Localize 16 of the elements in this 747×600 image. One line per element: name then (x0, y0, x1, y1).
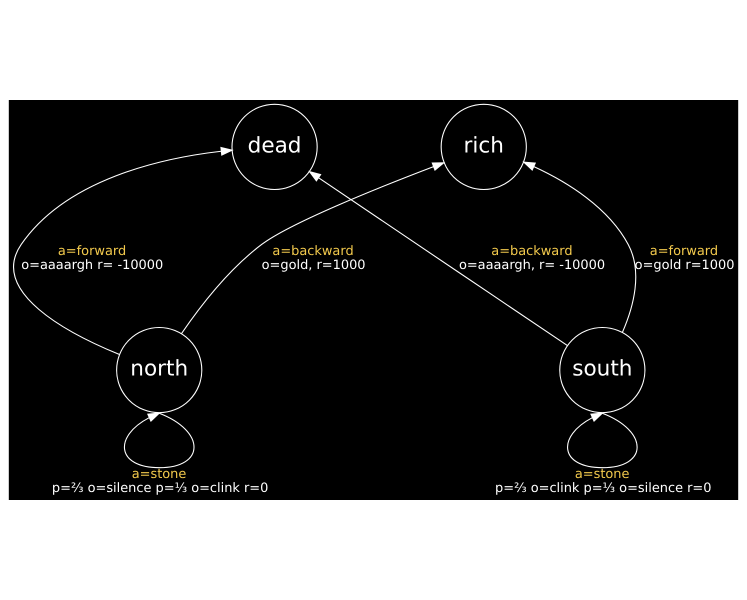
arrow (522, 162, 636, 332)
arrow (13, 146, 234, 356)
edge-label: a=stone p=⅔ o=silence p=⅓ o=clink r=0 (52, 467, 268, 496)
arrow (567, 412, 638, 468)
node-circle: dead (231, 104, 318, 190)
edge-label: a=backward o=aaaargh, r= -10000 (458, 244, 606, 273)
edge-label: a=backward o=gold, r=1000 (262, 244, 366, 273)
edge-label: a=forward o=aaaargh r= -10000 (21, 244, 164, 273)
node-circle: south (559, 326, 646, 414)
node-circle: north (116, 326, 202, 414)
node-circle: rich (440, 104, 527, 190)
arrow (308, 170, 568, 346)
edge-label: a=stone p=⅔ o=clink p=⅓ o=silence r=0 (495, 467, 712, 496)
edge-label: a=forward o=gold r=1000 (634, 244, 734, 273)
arrow (180, 162, 446, 334)
arrow (124, 412, 194, 468)
